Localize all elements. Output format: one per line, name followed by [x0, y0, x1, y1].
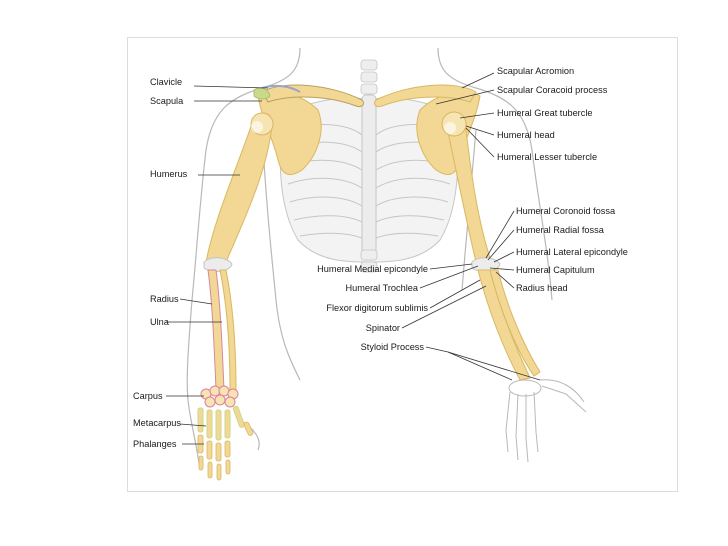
label-coronoid-fossa: Humeral Coronoid fossa [516, 206, 616, 216]
label-scapula: Scapula [150, 96, 184, 106]
label-humeral-head: Humeral head [497, 130, 555, 140]
label-scapular-coracoid: Scapular Coracoid process [497, 85, 608, 95]
label-lateral-epicondyle: Humeral Lateral epicondyle [516, 247, 628, 257]
label-carpus: Carpus [133, 391, 163, 401]
label-metacarpus: Metacarpus [133, 418, 181, 428]
label-radius: Radius [150, 294, 179, 304]
leader-lines [166, 72, 541, 445]
label-capitulum: Humeral Capitulum [516, 265, 595, 275]
left-shoulder [253, 84, 365, 176]
label-trochlea: Humeral Trochlea [345, 283, 418, 293]
label-lesser-tubercle: Humeral Lesser tubercle [497, 152, 597, 162]
label-humerus: Humerus [150, 169, 188, 179]
label-spinator: Spinator [366, 323, 400, 333]
body-outline [186, 47, 553, 471]
label-great-tubercle: Humeral Great tubercle [497, 108, 593, 118]
label-clavicle: Clavicle [150, 77, 182, 87]
label-styloid: Styloid Process [361, 342, 425, 352]
label-radial-fossa: Humeral Radial fossa [516, 225, 605, 235]
ribcage [279, 94, 459, 263]
label-phalanges: Phalanges [133, 439, 177, 449]
label-medial-epicondyle: Humeral Medial epicondyle [317, 264, 428, 274]
spine [360, 59, 378, 273]
left-arm-bones [197, 112, 274, 481]
label-ulna: Ulna [150, 317, 170, 327]
label-radius-head: Radius head [516, 283, 568, 293]
label-flexor: Flexor digitorum sublimis [326, 303, 428, 313]
label-scapular-acromion: Scapular Acromion [497, 66, 574, 76]
